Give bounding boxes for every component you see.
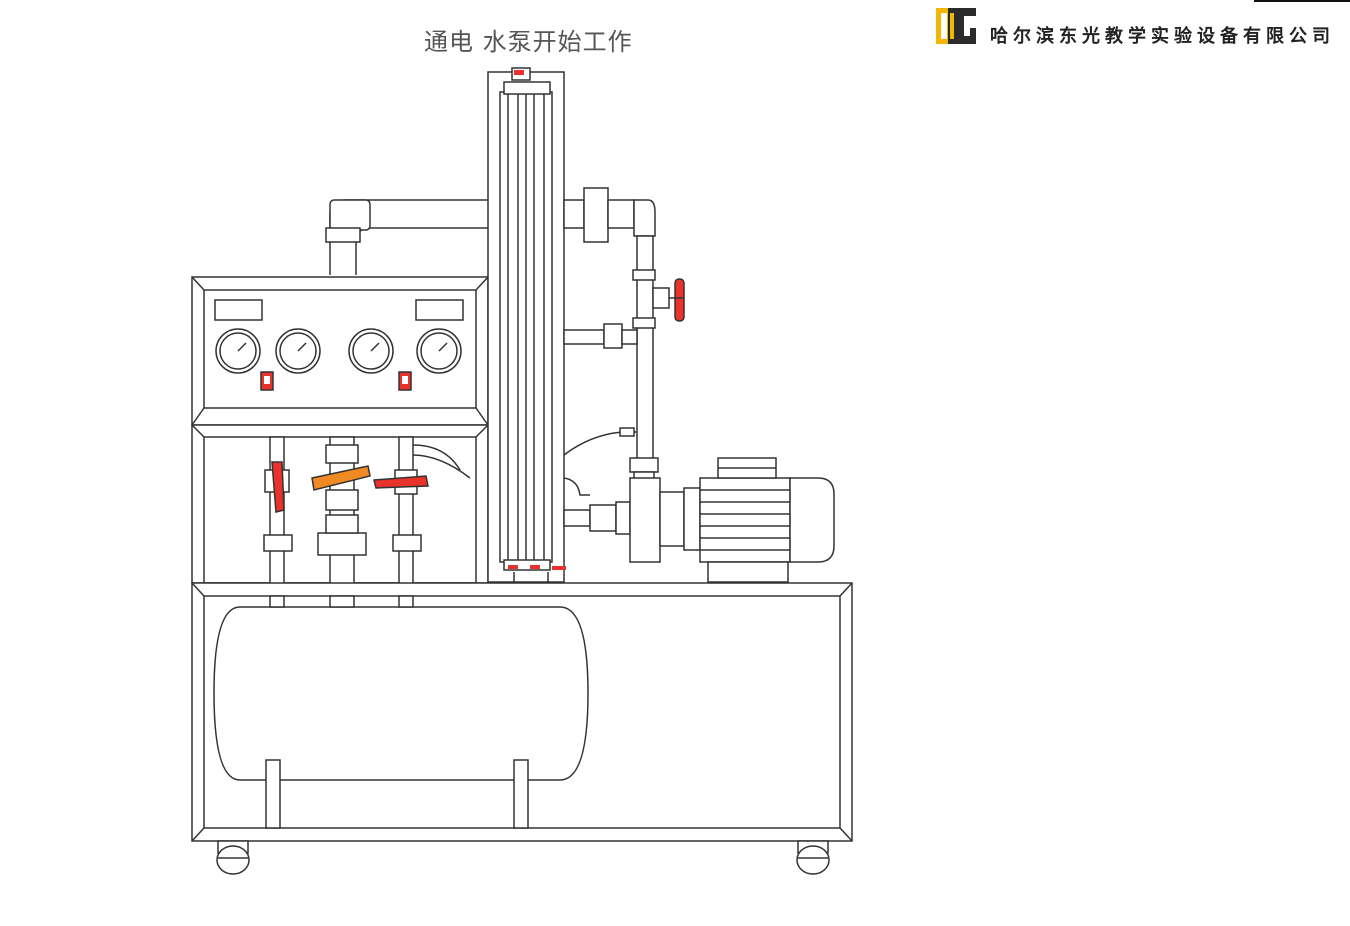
power-switch-icon[interactable]: [260, 371, 274, 391]
pump-motor-icon: [589, 457, 835, 583]
display-right: [415, 299, 464, 321]
ball-valve-icon[interactable]: [373, 469, 429, 495]
handwheel-valve-icon[interactable]: [669, 278, 685, 322]
caster-wheel-left: [216, 840, 250, 875]
caption-title: 通电 水泵开始工作: [424, 28, 633, 56]
distillation-column: [487, 67, 566, 583]
caster-wheel-right: [796, 840, 830, 875]
ball-valve-icon[interactable]: [311, 465, 371, 491]
company-logo-icon: [936, 8, 976, 44]
pressure-gauge-icon: [275, 328, 321, 374]
power-switch-icon[interactable]: [398, 371, 412, 391]
right-piping: [563, 187, 670, 527]
top-pipe: [325, 199, 491, 275]
company-name: 哈尔滨东光教学实验设备有限公司: [990, 26, 1335, 47]
ball-valve-icon[interactable]: [264, 461, 290, 513]
pressure-gauge-icon: [348, 328, 394, 374]
display-left: [214, 299, 263, 321]
pressure-gauge-icon: [215, 328, 261, 374]
pressure-gauge-icon: [416, 328, 462, 374]
water-tank: [213, 595, 589, 829]
top-edge-bar: [1254, 0, 1350, 2]
